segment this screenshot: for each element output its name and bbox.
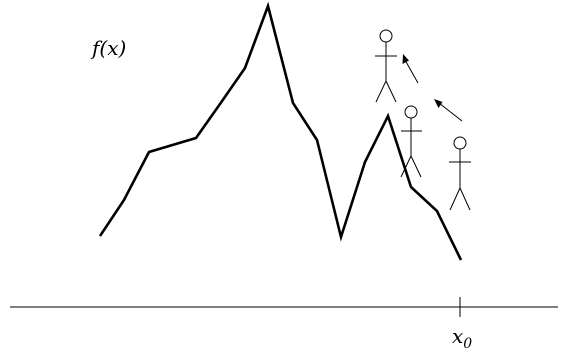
function-label: f(x) <box>92 36 127 60</box>
x0-label-subscript: 0 <box>463 336 473 352</box>
arrow-lower <box>434 99 463 122</box>
x0-label-base: x <box>452 324 464 348</box>
stick-figure-top <box>375 29 397 103</box>
stick-figure-middle <box>400 105 422 178</box>
function-curve <box>98 1 463 261</box>
stick-figure-bottom <box>449 136 471 211</box>
x0-label: x0 <box>452 324 472 352</box>
arrow-upper <box>402 54 419 84</box>
